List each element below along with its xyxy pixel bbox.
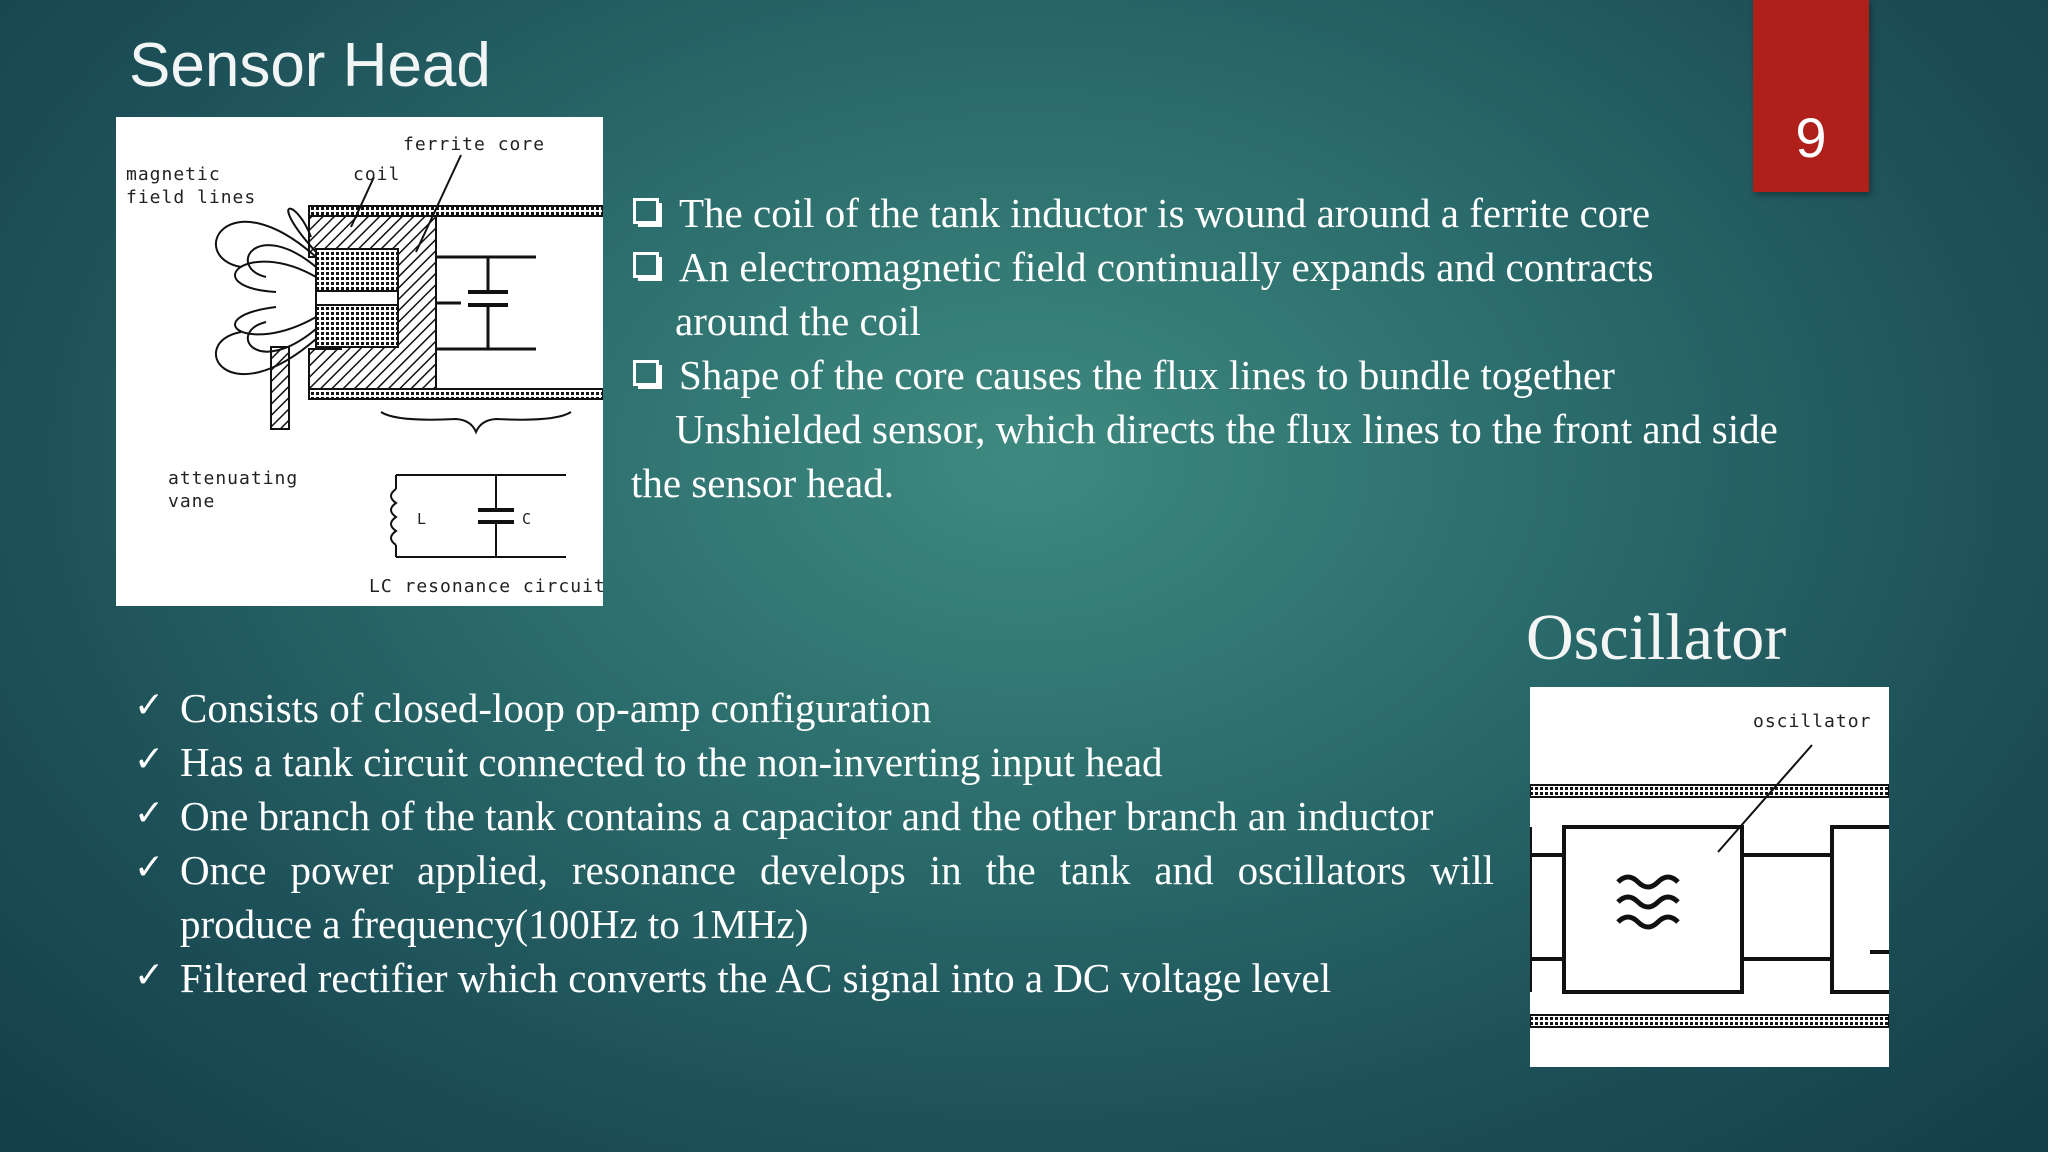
check-icon: ✓ bbox=[134, 739, 165, 780]
bullet-text: Shape of the core causes the flux lines … bbox=[679, 352, 1615, 398]
label-l: L bbox=[417, 510, 427, 528]
list-item: ✓ Has a tank circuit connected to the non… bbox=[134, 735, 1494, 789]
list-item: ✓ One branch of the tank contains a capac… bbox=[134, 789, 1494, 843]
paragraph-text: Unshielded sensor, which directs the flu… bbox=[631, 406, 1778, 506]
bullet-text: Consists of closed-loop op-amp configura… bbox=[180, 685, 932, 731]
oscillator-diagram: oscillator bbox=[1530, 687, 1889, 1067]
list-item: ✓ Consists of closed-loop op-amp configur… bbox=[134, 681, 1494, 735]
bullet-text: Has a tank circuit connected to the non-… bbox=[180, 739, 1163, 785]
label-lc-circuit: LC resonance circuit bbox=[369, 576, 603, 597]
check-icon: ✓ bbox=[134, 955, 165, 996]
sensor-bullet-list: The coil of the tank inductor is wound a… bbox=[631, 186, 1811, 510]
label-coil: coil bbox=[353, 164, 400, 185]
oscillator-bullet-list: ✓ Consists of closed-loop op-amp configur… bbox=[134, 681, 1494, 1005]
check-icon: ✓ bbox=[134, 793, 165, 834]
bullet-text: An electromagnetic field continually exp… bbox=[679, 244, 1654, 290]
bullet-text-continued: around the coil bbox=[675, 298, 921, 344]
check-icon: ✓ bbox=[134, 685, 165, 726]
list-item: An electromagnetic field continually exp… bbox=[631, 240, 1811, 294]
bullet-text: Once power applied, resonance develops i… bbox=[180, 847, 1494, 947]
bullet-text: The coil of the tank inductor is wound a… bbox=[679, 190, 1651, 236]
label-vane: vane bbox=[168, 491, 215, 512]
label-ferrite-core: ferrite core bbox=[403, 134, 545, 155]
checkbox-bullet-icon bbox=[633, 360, 659, 386]
bullet-text: Filtered rectifier which converts the AC… bbox=[180, 955, 1332, 1001]
bullet-text: One branch of the tank contains a capaci… bbox=[180, 793, 1434, 839]
oscillator-heading: Oscillator bbox=[1526, 601, 1787, 674]
oscillator-block bbox=[1562, 825, 1744, 994]
inductor-symbol bbox=[390, 488, 398, 546]
coil-gap bbox=[315, 290, 399, 306]
label-field-lines: field lines bbox=[126, 187, 256, 208]
checkbox-bullet-icon bbox=[633, 252, 659, 278]
coil-top bbox=[315, 248, 399, 292]
label-oscillator: oscillator bbox=[1753, 711, 1871, 732]
checkbox-bullet-icon bbox=[633, 198, 659, 224]
label-magnetic: magnetic bbox=[126, 164, 221, 185]
page-number: 9 bbox=[1795, 106, 1827, 169]
housing-top bbox=[308, 205, 603, 217]
label-c: C bbox=[522, 510, 532, 528]
page-number-tab: 9 bbox=[1753, 0, 1869, 192]
slide-title: Sensor Head bbox=[129, 31, 491, 100]
list-item: The coil of the tank inductor is wound a… bbox=[631, 186, 1811, 240]
oscillator-svg: oscillator bbox=[1530, 711, 1889, 1028]
coil-bottom bbox=[315, 304, 399, 348]
label-attenuating: attenuating bbox=[168, 468, 298, 489]
list-item: ✓ Once power applied, resonance develops … bbox=[134, 843, 1494, 951]
sensor-head-svg: ferrite core coil magnetic field lines a… bbox=[126, 134, 603, 597]
list-item: Shape of the core causes the flux lines … bbox=[631, 348, 1811, 402]
housing-bottom bbox=[308, 388, 603, 400]
list-item: ✓ Filtered rectifier which converts the A… bbox=[134, 951, 1494, 1005]
check-icon: ✓ bbox=[134, 847, 165, 888]
sensor-head-diagram: ferrite core coil magnetic field lines a… bbox=[116, 117, 603, 606]
attenuating-vane-shape bbox=[270, 346, 290, 430]
